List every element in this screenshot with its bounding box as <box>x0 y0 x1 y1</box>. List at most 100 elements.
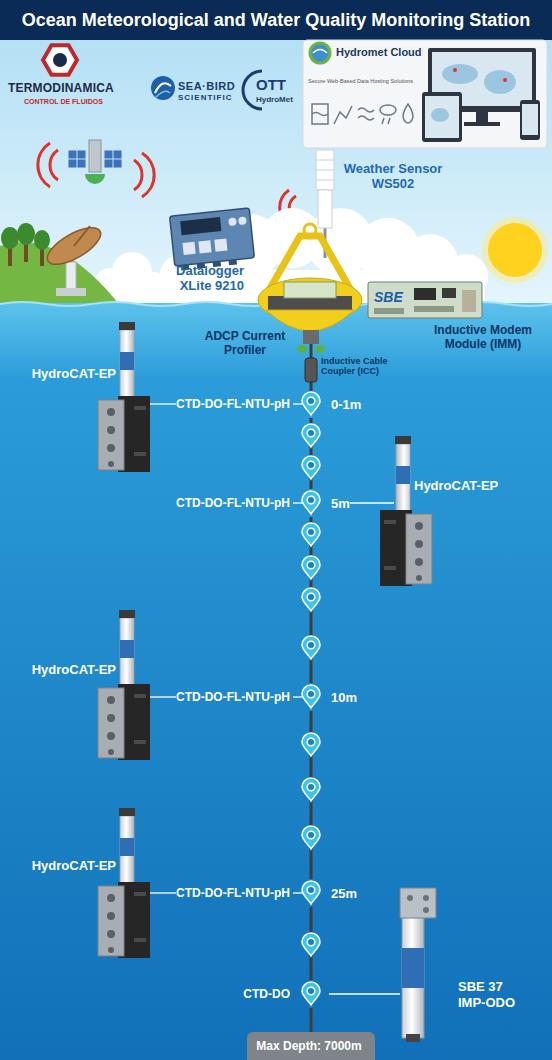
hydromet-cloud-panel <box>313 50 327 54</box>
datalogger <box>170 208 255 271</box>
depth-pin <box>302 588 320 611</box>
radio-signal <box>142 153 154 197</box>
service-icon <box>312 104 328 124</box>
satellite <box>68 150 86 168</box>
satellite <box>104 150 122 168</box>
depth-label: 25m <box>331 886 357 901</box>
buoy <box>304 224 316 236</box>
inductive-modem-board <box>442 288 456 298</box>
cloud <box>94 208 488 304</box>
buoy <box>315 345 325 353</box>
display-devices <box>453 68 457 72</box>
scene <box>98 808 150 958</box>
depth-marker: CTD-DO <box>243 980 329 1008</box>
inductive-modem-board <box>414 288 436 300</box>
depth-pin <box>302 881 320 904</box>
service-icon <box>334 106 352 124</box>
leader-line <box>329 993 400 994</box>
inductive-modem-board <box>374 308 404 314</box>
buoy <box>297 345 307 353</box>
depth-pin <box>302 933 320 956</box>
sun <box>482 217 548 283</box>
depth-label: 5m <box>331 496 350 511</box>
instrument-name: SBE 37 IMP-ODO <box>458 979 528 1010</box>
parameter-label: CTD-DO-FL-NTU-pH <box>176 690 290 704</box>
company-tagline: CONTROL DE FLUIDOS <box>24 98 103 106</box>
component-label: Weather Sensor WS502 <box>340 162 446 192</box>
weather-sensor <box>316 180 334 181</box>
hydromet-cloud-panel <box>303 40 547 148</box>
radio-signal <box>50 150 58 180</box>
weather-sensor <box>316 170 334 171</box>
inductive-modem-board <box>414 306 454 312</box>
satellite <box>104 159 122 160</box>
display-devices <box>484 70 516 94</box>
radio-signal <box>38 143 296 226</box>
buoy <box>303 330 319 344</box>
scene <box>400 888 436 1042</box>
instrument: SBE 37 IMP-ODO <box>400 886 546 1046</box>
inductive-modem-board <box>462 290 476 312</box>
datalogger <box>238 216 247 225</box>
depth-pin <box>302 733 320 756</box>
instrument-name: HydroCAT-EP <box>20 662 116 678</box>
depth-pin <box>302 424 320 447</box>
depth-pin <box>302 392 320 415</box>
leader-line <box>150 403 176 404</box>
depth-pin <box>302 523 320 546</box>
service-icon <box>312 104 413 124</box>
hydromet-cloud-panel <box>310 43 330 63</box>
instrument-name: HydroCAT-EP <box>414 478 514 494</box>
leader-line <box>293 696 303 697</box>
instrument: HydroCAT-EP <box>10 320 150 476</box>
leader-line <box>293 403 303 404</box>
ground-antenna <box>66 262 76 292</box>
termodinamica-logo <box>43 45 77 74</box>
depth-label: 10m <box>331 690 357 705</box>
title-bar <box>0 0 552 40</box>
display-devices <box>431 108 449 122</box>
instrument: HydroCAT-EP <box>10 806 150 960</box>
brand-name: SEA·BIRD <box>178 80 235 93</box>
leader-line <box>293 502 303 503</box>
company-name: TERMODINAMICA <box>8 82 114 96</box>
termodinamica-logo <box>43 45 77 74</box>
component-label: Datalogger XLite 9210 <box>160 264 244 294</box>
buoy <box>284 282 336 298</box>
brand-name: OTT <box>256 76 286 93</box>
sky <box>0 40 552 304</box>
datalogger <box>228 217 237 226</box>
radio-signal <box>134 160 142 190</box>
inductive-modem-board <box>368 282 482 318</box>
instrument: HydroCAT-EP <box>394 436 544 588</box>
depth-pin <box>293 489 329 517</box>
page-title: Ocean Meteorological and Water Quality M… <box>22 0 530 40</box>
radio-signal <box>38 143 50 187</box>
depth-marker: CTD-DO-FL-NTU-pH25m <box>176 879 357 907</box>
inductive-modem-board <box>368 282 482 318</box>
scene <box>98 610 150 760</box>
shore <box>17 223 35 245</box>
leader-line <box>350 502 394 503</box>
brand-tagline: HydroMet <box>256 95 293 104</box>
display-devices <box>442 64 478 84</box>
depth-pin <box>293 980 329 1008</box>
satellite <box>68 159 86 160</box>
seabird-logo <box>151 76 175 100</box>
sea <box>0 303 552 1060</box>
buoy <box>266 310 354 331</box>
seabird-logo <box>156 91 170 97</box>
depth-pin <box>302 636 320 659</box>
parameter-label: CTD-DO-FL-NTU-pH <box>176 397 290 411</box>
shore <box>34 230 50 250</box>
mooring-top <box>305 344 317 391</box>
weather-sensor <box>316 150 334 190</box>
instrument-name: HydroCAT-EP <box>20 858 116 874</box>
satellite <box>89 140 101 172</box>
depth-text: Max Depth: 7000m <box>256 1039 361 1053</box>
instrument: HydroCAT-EP <box>10 608 150 762</box>
mooring-top <box>305 358 317 382</box>
depth-box: Max Depth: 7000m <box>247 1032 374 1060</box>
